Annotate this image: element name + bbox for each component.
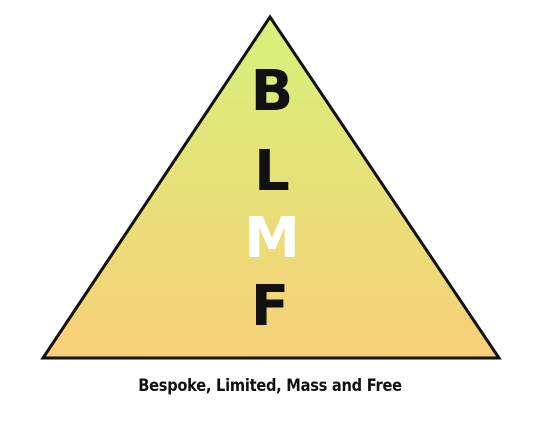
letter-l: L [254, 139, 290, 204]
diagram-caption: Bespoke, Limited, Mass and Free [138, 376, 402, 396]
letter-m: M [244, 206, 300, 271]
letter-f: F [251, 274, 289, 339]
letter-b: B [251, 59, 294, 124]
pyramid-triangle [40, 14, 502, 360]
